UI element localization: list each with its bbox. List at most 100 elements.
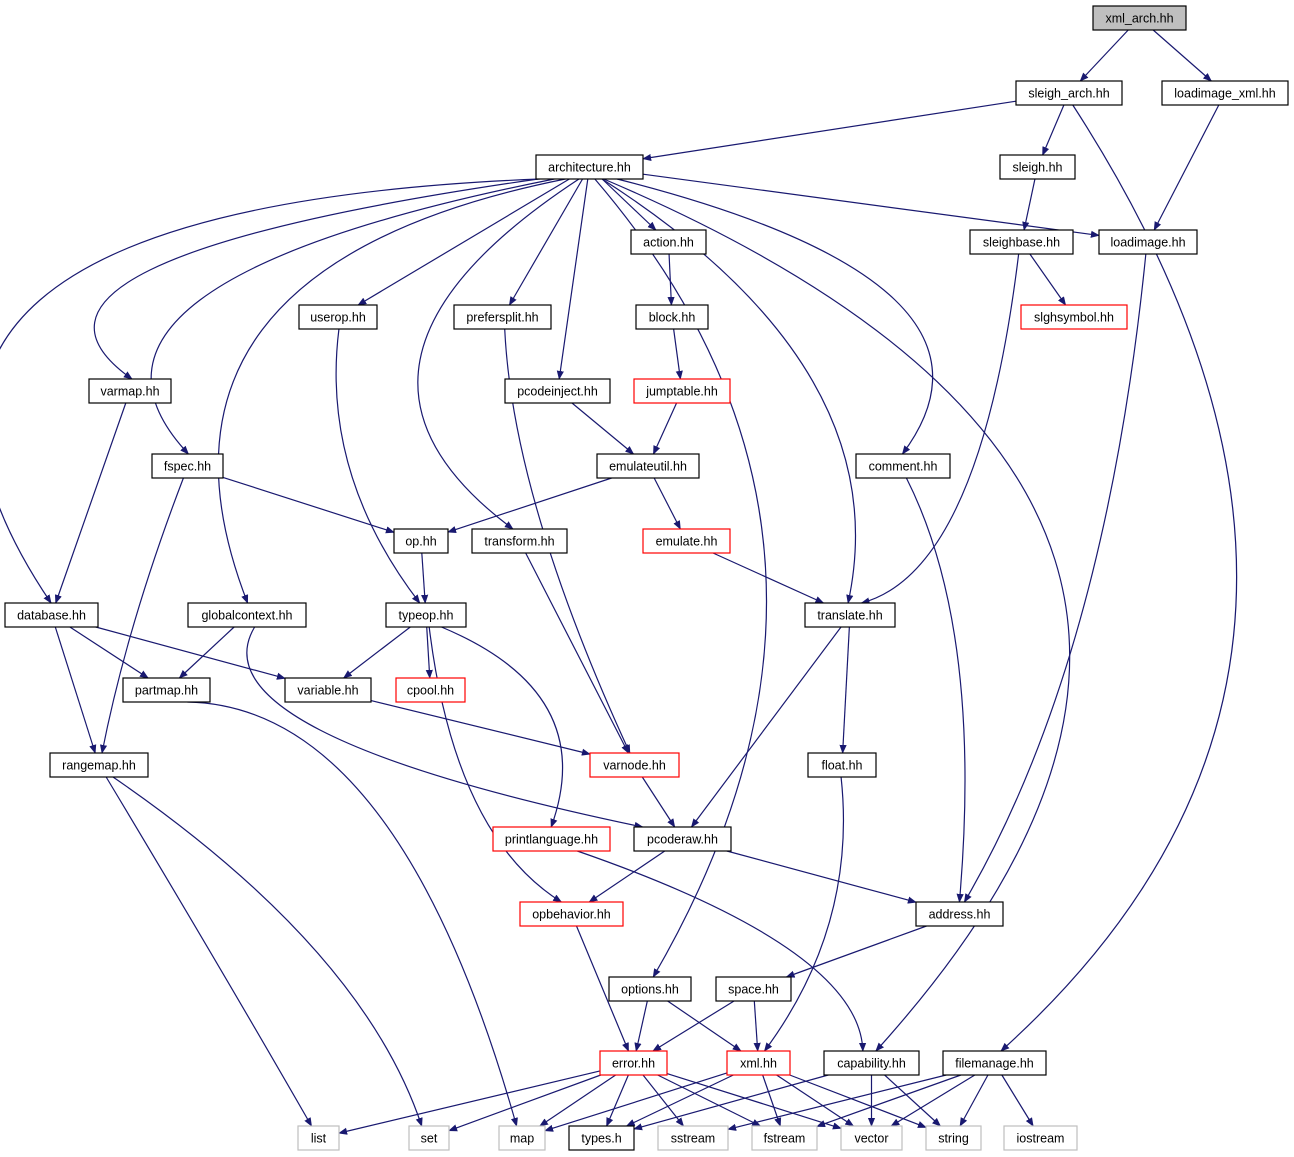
- node-list[interactable]: list: [297, 1125, 340, 1151]
- node-loadimage[interactable]: loadimage.hh: [1098, 229, 1198, 255]
- node-cpool[interactable]: cpool.hh: [395, 677, 466, 703]
- edge-translate-to-pcoderaw: [690, 626, 842, 828]
- node-label: types.h: [581, 1132, 621, 1146]
- node-box: [599, 1050, 668, 1076]
- node-transform[interactable]: transform.hh: [471, 528, 568, 554]
- edge-emulateutil-to-emulate: [653, 477, 681, 530]
- node-action[interactable]: action.hh: [630, 229, 707, 255]
- node-iostream[interactable]: iostream: [1003, 1125, 1078, 1151]
- edge-fspec-to-rangemap: [100, 477, 184, 754]
- node-box: [751, 1125, 818, 1151]
- node-slghsymbol[interactable]: slghsymbol.hh: [1020, 304, 1128, 330]
- node-map[interactable]: map: [498, 1125, 546, 1151]
- edge-sleigh-to-sleighbase: [1022, 178, 1036, 231]
- edge-varmap-to-database: [54, 402, 127, 604]
- node-sleighbase[interactable]: sleighbase.hh: [969, 229, 1074, 255]
- node-label: slghsymbol.hh: [1034, 311, 1114, 325]
- node-label: database.hh: [17, 609, 86, 623]
- node-label: address.hh: [929, 908, 991, 922]
- node-types[interactable]: types.h: [568, 1125, 635, 1151]
- node-float[interactable]: float.hh: [807, 752, 877, 778]
- node-label: string: [938, 1132, 969, 1146]
- node-box: [642, 528, 731, 554]
- node-label: map: [510, 1132, 534, 1146]
- node-emulateutil[interactable]: emulateutil.hh: [596, 453, 700, 479]
- edge-pcoderaw-to-opbehavior: [588, 850, 666, 903]
- node-architecture[interactable]: architecture.hh: [535, 154, 644, 180]
- node-typeop[interactable]: typeop.hh: [385, 602, 467, 628]
- node-emulate[interactable]: emulate.hh: [642, 528, 731, 554]
- edge-options-to-xml: [667, 1000, 742, 1052]
- node-fstream[interactable]: fstream: [751, 1125, 818, 1151]
- edge-error-to-set: [448, 1074, 601, 1132]
- node-label: set: [421, 1132, 438, 1146]
- edge-prefersplit-to-varnode: [504, 328, 631, 754]
- node-box: [807, 752, 877, 778]
- node-rangemap[interactable]: rangemap.hh: [49, 752, 149, 778]
- node-label: varnode.hh: [603, 759, 666, 773]
- node-space[interactable]: space.hh: [715, 976, 792, 1002]
- node-opbehavior[interactable]: opbehavior.hh: [519, 901, 624, 927]
- node-comment[interactable]: comment.hh: [855, 453, 951, 479]
- node-box: [925, 1125, 982, 1151]
- node-xml_arch[interactable]: xml_arch.hh: [1092, 5, 1187, 31]
- node-capability[interactable]: capability.hh: [823, 1050, 920, 1076]
- edge-address-to-space: [785, 925, 927, 978]
- node-box: [1092, 5, 1187, 31]
- edge-architecture-to-globalcontext: [217, 178, 566, 604]
- node-label: fstream: [764, 1132, 806, 1146]
- node-box: [1020, 304, 1128, 330]
- node-printlanguage[interactable]: printlanguage.hh: [492, 826, 611, 852]
- node-varmap[interactable]: varmap.hh: [88, 378, 172, 404]
- node-xml[interactable]: xml.hh: [726, 1050, 791, 1076]
- edge-capability-to-string: [884, 1074, 942, 1127]
- node-box: [630, 229, 707, 255]
- node-label: architecture.hh: [548, 161, 631, 175]
- node-vector[interactable]: vector: [840, 1125, 903, 1151]
- node-block[interactable]: block.hh: [635, 304, 709, 330]
- node-pcoderaw[interactable]: pcoderaw.hh: [633, 826, 732, 852]
- node-sleigh[interactable]: sleigh.hh: [999, 154, 1076, 180]
- node-label: varmap.hh: [100, 385, 159, 399]
- node-box: [1098, 229, 1198, 255]
- node-label: float.hh: [821, 759, 862, 773]
- node-globalcontext[interactable]: globalcontext.hh: [187, 602, 307, 628]
- node-label: pcoderaw.hh: [647, 833, 718, 847]
- edge-architecture-to-options: [594, 178, 768, 978]
- node-box: [635, 304, 709, 330]
- edge-error-to-list: [338, 1070, 601, 1135]
- edge-architecture-to-userop: [357, 178, 570, 306]
- node-label: options.hh: [621, 983, 679, 997]
- node-box: [395, 677, 466, 703]
- node-box: [535, 154, 644, 180]
- node-jumptable[interactable]: jumptable.hh: [633, 378, 731, 404]
- node-varnode[interactable]: varnode.hh: [589, 752, 680, 778]
- node-error[interactable]: error.hh: [599, 1050, 668, 1076]
- node-database[interactable]: database.hh: [4, 602, 99, 628]
- node-address[interactable]: address.hh: [915, 901, 1004, 927]
- node-box: [633, 826, 732, 852]
- edge-architecture-to-capability: [603, 178, 1071, 1052]
- node-box: [408, 1125, 450, 1151]
- node-set[interactable]: set: [408, 1125, 450, 1151]
- node-userop[interactable]: userop.hh: [298, 304, 378, 330]
- node-label: sleighbase.hh: [983, 236, 1060, 250]
- node-prefersplit[interactable]: prefersplit.hh: [453, 304, 552, 330]
- node-options[interactable]: options.hh: [608, 976, 692, 1002]
- node-loadimage_xml[interactable]: loadimage_xml.hh: [1161, 80, 1289, 106]
- node-label: sleigh_arch.hh: [1028, 87, 1109, 101]
- node-sleigh_arch[interactable]: sleigh_arch.hh: [1015, 80, 1123, 106]
- edge-filemanage-to-string: [959, 1074, 989, 1127]
- edges-layer: [0, 29, 1238, 1135]
- node-pcodeinject[interactable]: pcodeinject.hh: [504, 378, 611, 404]
- node-fspec[interactable]: fspec.hh: [151, 453, 224, 479]
- node-op[interactable]: op.hh: [393, 528, 449, 554]
- node-filemanage[interactable]: filemanage.hh: [942, 1050, 1047, 1076]
- node-variable[interactable]: variable.hh: [284, 677, 372, 703]
- node-translate[interactable]: translate.hh: [804, 602, 896, 628]
- node-sstream[interactable]: sstream: [657, 1125, 729, 1151]
- edge-pcodeinject-to-emulateutil: [571, 402, 635, 455]
- edge-space-to-error: [652, 1000, 735, 1052]
- node-partmap[interactable]: partmap.hh: [122, 677, 211, 703]
- node-string[interactable]: string: [925, 1125, 982, 1151]
